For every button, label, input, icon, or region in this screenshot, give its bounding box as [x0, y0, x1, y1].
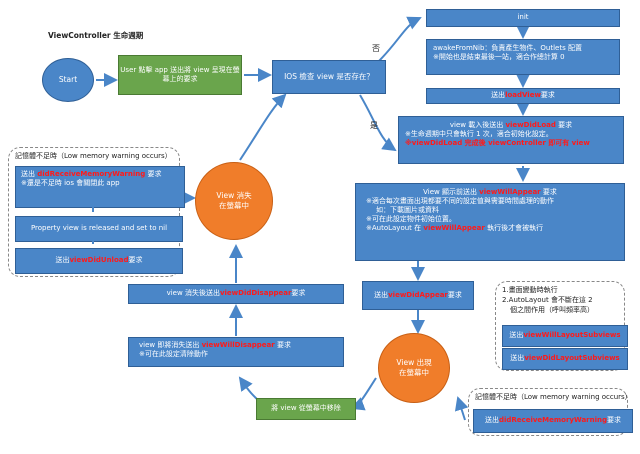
memwarn-right-suffix: 要求 [607, 416, 622, 425]
viewdidlayoutsubviews-box: 送出 viewDidLayoutSubviews [502, 348, 628, 370]
memwarn-right-method: didReceiveMemoryWarning [498, 416, 608, 425]
arrow-disappear-to-check [239, 93, 287, 161]
memwarn-left-header: 記憶體不足時（Low memory warning occurs） [15, 152, 172, 160]
diddisappear-prefix: view 消失後送出 [166, 289, 220, 298]
willdisappear-note: ※可在此設定清除動作 [139, 350, 208, 359]
init-box: init [426, 9, 620, 27]
start-node: Start [42, 58, 94, 102]
awake-line2: ※開始也是結束最後一站，適合作總計算 0 [433, 53, 565, 62]
viewwillappear-box: View 顯示前送出 viewWillAppear 要求 ※適合每次畫面出現都要… [355, 183, 625, 261]
disappear-circle-line2: 在螢幕中 [219, 201, 249, 210]
user-request-box: User 點擊 app 送出將 view 呈現在螢幕上的要求 [118, 55, 242, 95]
memwarn-right-header: 記憶體不足時（Low memory warning occurs） [475, 393, 632, 401]
willappear-note4-prefix: ※AutoLayout 在 [366, 224, 424, 233]
willappear-method: viewWillAppear [479, 188, 541, 196]
viewdidappear-box: 送出 viewDidAppear 要求 [362, 281, 474, 310]
remove-view-text: 將 view 從螢幕中移除 [271, 404, 341, 413]
init-text: init [517, 13, 529, 22]
view-appear-circle: View 出現 在螢幕中 [378, 333, 450, 403]
willlayout-method: viewWillLayoutSubviews [523, 331, 621, 340]
awake-from-nib-box: awakeFromNib：負責產生物件、Outlets 配置 ※開始也是結束最後… [426, 39, 620, 75]
diddisappear-method: viewDidDisappear [219, 289, 292, 298]
layout-note1: 1.畫面變動時執行 [502, 286, 558, 294]
view-disappear-circle: View 消失 在螢幕中 [195, 162, 273, 240]
appear-circle-line2: 在螢幕中 [399, 368, 429, 377]
memwarn-left-prefix: 送出 [21, 170, 38, 178]
didload-prefix: view 載入後送出 [449, 121, 506, 129]
unload-prefix: 送出 [55, 256, 70, 265]
loadview-method: loadView [505, 91, 541, 100]
didappear-prefix: 送出 [374, 290, 389, 299]
property-released-text: Property view is released and set to nil [30, 224, 168, 233]
didload-note-red: ※viewDidLoad 完成後 viewController 即可有 view [405, 139, 590, 148]
willdisappear-method: viewWillDisappear [201, 341, 275, 349]
memwarn-left-note: ※還是不足時 ios 會關閉此 app [21, 179, 120, 188]
unload-suffix: 要求 [128, 256, 143, 265]
didload-suffix: 要求 [555, 121, 573, 129]
ios-check-box: IOS 檢查 view 是否存在？ [272, 60, 386, 94]
willappear-prefix: View 顯示前送出 [423, 188, 480, 196]
willappear-note2: 如：下載圖片或資料 [376, 206, 439, 215]
viewdidload-box: view 載入後送出 viewDidLoad 要求 ※生命週期中只會執行 1 次… [398, 116, 624, 164]
page-title: ViewController 生命週期 [48, 31, 144, 40]
willdisappear-prefix: view 即將消失送出 [139, 341, 202, 349]
willappear-note3: ※可在此設定物件初始位置。 [366, 215, 456, 224]
memwarn-right-prefix: 送出 [484, 416, 499, 425]
user-request-text: User 點擊 app 送出將 view 呈現在螢幕上的要求 [120, 65, 240, 83]
didlayout-method: viewDidLayoutSubviews [524, 354, 620, 363]
memwarn-left-method: didReceiveMemoryWarning [37, 170, 146, 178]
willappear-note4-suffix: 執行後才會被執行 [484, 224, 544, 233]
didappear-suffix: 要求 [447, 290, 462, 299]
memwarn-left-suffix: 要求 [145, 170, 162, 178]
layout-note3: 個之間作用（呼叫頻率高） [510, 306, 594, 314]
willappear-note4-method: viewWillAppear [423, 224, 485, 233]
awake-line1: awakeFromNib：負責產生物件、Outlets 配置 [433, 44, 582, 52]
arrow-yes-to-didload [359, 94, 397, 152]
willlayout-prefix: 送出 [509, 331, 524, 340]
arrow-no-to-init [377, 16, 422, 63]
memwarn-right-box: 送出 didReceiveMemoryWarning 要求 [473, 409, 633, 433]
ios-check-text: IOS 檢查 view 是否存在？ [284, 72, 374, 82]
didload-method: viewDidLoad [505, 121, 556, 129]
remove-view-box: 將 view 從螢幕中移除 [256, 398, 356, 420]
disappear-circle-line1: View 消失 [216, 190, 252, 200]
memory-warning-left-group: 記憶體不足時（Low memory warning occurs） 送出 did… [8, 147, 185, 277]
viewdidunload-box: 送出 viewDidUnload 要求 [15, 248, 183, 274]
didload-note: ※生命週期中只會執行 1 次，適合初始化設定。 [405, 130, 553, 139]
layout-note2: 2.AutoLayout 會不斷在這 2 [502, 296, 593, 304]
viewdiddisappear-box: view 消失後送出 viewDidDisappear 要求 [128, 284, 344, 304]
memwarn-left-box: 送出 didReceiveMemoryWarning 要求 ※還是不足時 ios… [15, 166, 185, 208]
willappear-suffix: 要求 [540, 188, 557, 196]
unload-method: viewDidUnload [69, 256, 129, 265]
property-released-box: Property view is released and set to nil [15, 216, 183, 242]
viewwilllayoutsubviews-box: 送出 viewWillLayoutSubviews [502, 325, 628, 347]
arrow-memwarn-right [454, 396, 469, 421]
memory-warning-right-group: 記憶體不足時（Low memory warning occurs） 送出 did… [468, 388, 633, 436]
diddisappear-suffix: 要求 [291, 289, 306, 298]
loadview-box: 送出 loadView 要求 [426, 88, 620, 104]
label-yes: 是 [370, 121, 378, 130]
appear-circle-line1: View 出現 [396, 357, 432, 367]
viewwilldisappear-box: view 即將消失送出 viewWillDisappear 要求 ※可在此設定清… [128, 337, 344, 367]
didlayout-prefix: 送出 [510, 354, 525, 363]
loadview-prefix: 送出 [491, 91, 506, 100]
layout-subviews-group: 1.畫面變動時執行 2.AutoLayout 會不斷在這 2 個之間作用（呼叫頻… [495, 281, 628, 371]
loadview-suffix: 要求 [540, 91, 555, 100]
didappear-method: viewDidAppear [388, 290, 448, 299]
willappear-note1: ※適合每次畫面出現都要不同的設定值與需要時間處理的動作 [366, 197, 554, 206]
start-label: Start [58, 74, 78, 84]
label-no: 否 [372, 44, 380, 53]
willdisappear-suffix: 要求 [274, 341, 291, 349]
